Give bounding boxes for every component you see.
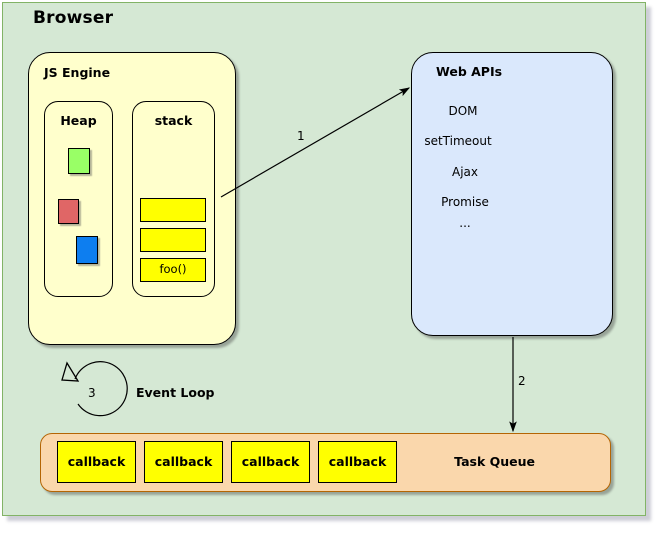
stack-title: stack <box>154 113 193 128</box>
task-queue-title: Task Queue <box>454 454 535 469</box>
web-apis-title: Web APIs <box>436 64 503 79</box>
event-loop-label: Event Loop <box>136 385 215 400</box>
web-api-item: Ajax <box>452 165 478 179</box>
task-queue-callback: callback <box>57 441 136 483</box>
heap-object-green <box>68 148 90 174</box>
browser-title: Browser <box>33 8 114 28</box>
stack-frame <box>140 228 206 252</box>
web-api-item: setTimeout <box>424 134 492 148</box>
stack-frame <box>140 198 206 222</box>
web-api-item: Promise <box>441 195 489 209</box>
web-api-item: DOM <box>448 104 478 118</box>
stack-frame: foo() <box>140 258 206 282</box>
heap-object-blue <box>76 236 98 264</box>
arrow-label-1: 1 <box>297 129 305 143</box>
heap-object-red <box>58 199 79 224</box>
event-loop-step-number: 3 <box>88 386 96 400</box>
task-queue-callback: callback <box>144 441 223 483</box>
task-queue-callback: callback <box>231 441 310 483</box>
arrow-label-2: 2 <box>518 374 526 388</box>
web-api-item: ... <box>459 216 471 230</box>
task-queue-callback: callback <box>318 441 397 483</box>
js-engine-title: JS Engine <box>44 65 111 80</box>
web-apis-box: Web APIs <box>411 52 613 336</box>
heap-title: Heap <box>60 113 97 128</box>
